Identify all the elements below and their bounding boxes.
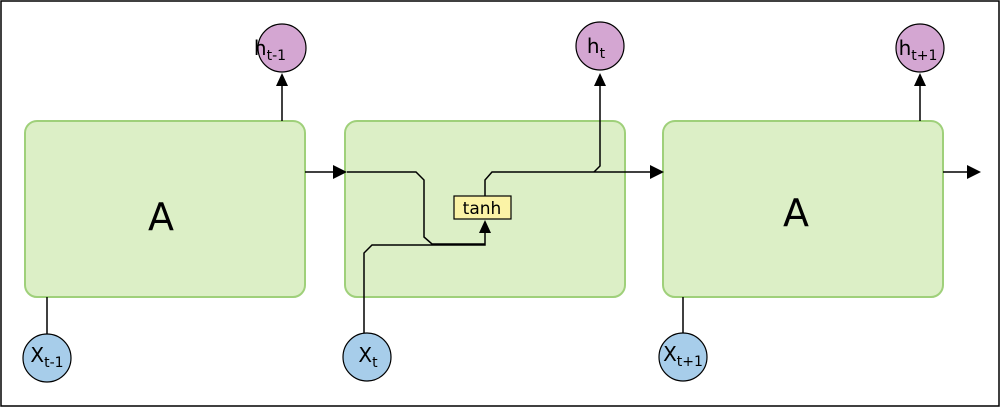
tanh-label: tanh: [463, 199, 502, 219]
input-node-3-sub: t+1: [677, 354, 703, 370]
tanh-input-arrow: [479, 220, 491, 233]
svg-text:Xt+1: Xt+1: [663, 342, 703, 370]
svg-text:ht+1: ht+1: [899, 36, 938, 64]
input-node-3-base: X: [663, 342, 677, 366]
input-node-1: Xt-1: [22, 333, 72, 383]
output-node-3: ht+1: [895, 23, 945, 73]
hidden-state-path: [347, 171, 485, 245]
output-node-3-sub: t+1: [911, 48, 937, 64]
input-node-2-base: X: [358, 343, 372, 367]
input-node-2: Xt: [342, 332, 392, 382]
output-node-2: ht: [575, 21, 625, 71]
svg-text:Xt-1: Xt-1: [30, 343, 63, 371]
recurrent-arrow-1: [333, 165, 347, 179]
tanh-box: [453, 195, 512, 220]
input-node-3: Xt+1: [658, 332, 708, 382]
svg-text:Xt: Xt: [358, 343, 378, 371]
svg-text:ht: ht: [587, 34, 606, 62]
input-node-1-base: X: [30, 343, 44, 367]
output-arrow-1: [276, 73, 288, 86]
cell-box-3: [662, 120, 944, 298]
cell-label-1: A: [148, 195, 174, 239]
output-node-1: ht-1: [254, 23, 307, 73]
input-node-2-sub: t: [372, 355, 378, 371]
recurrent-arrow-2: [650, 165, 664, 179]
tanh-output-path: [484, 171, 650, 196]
output-node-1-base: h: [254, 36, 267, 60]
input-node-1-sub: t-1: [44, 355, 63, 371]
recurrent-arrow-3: [967, 165, 981, 179]
cell-label-3: A: [783, 191, 809, 235]
output-node-2-base: h: [587, 34, 600, 58]
svg-text:ht-1: ht-1: [254, 36, 286, 64]
input-path: [363, 232, 486, 342]
output-node-1-sub: t-1: [267, 48, 286, 64]
output-arrow-2: [594, 73, 606, 86]
output-node-3-base: h: [899, 36, 912, 60]
output-line-2: [593, 86, 601, 173]
output-arrow-3: [914, 73, 926, 86]
cell-box-1: [24, 120, 306, 298]
output-node-2-sub: t: [600, 46, 606, 62]
